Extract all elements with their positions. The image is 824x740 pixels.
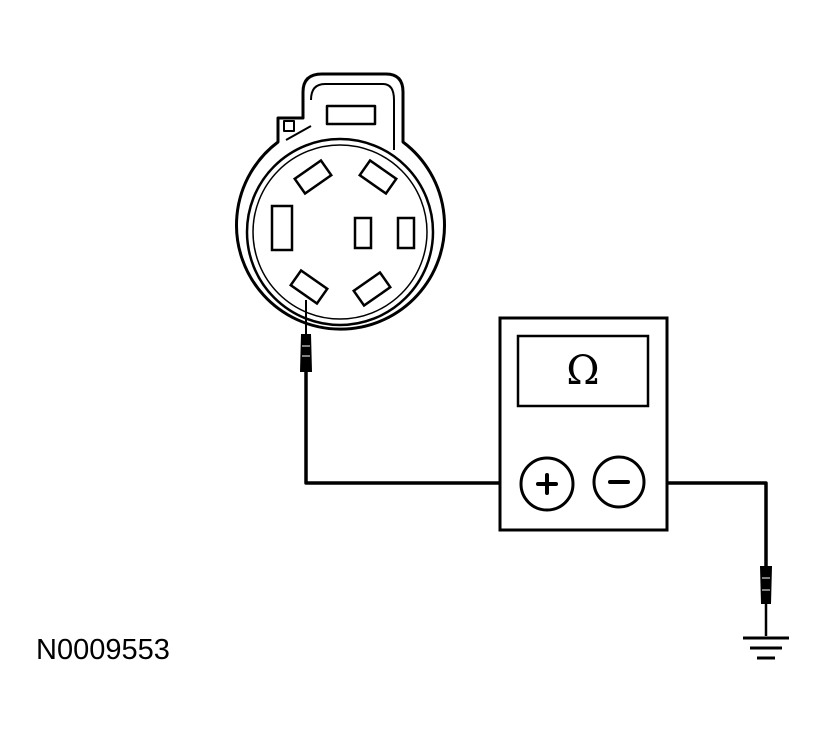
connector-pin (357, 158, 399, 196)
connector-body-outline (235, 72, 446, 331)
connector-latch-cavity (325, 104, 377, 126)
connector-latch-step (285, 125, 312, 141)
ohmmeter: Ω (498, 316, 669, 532)
connector-pin (396, 216, 416, 250)
connector-pin (270, 204, 294, 252)
connector-pin (288, 268, 330, 306)
negative-test-lead (644, 481, 768, 566)
connector-latch-inner (310, 83, 395, 150)
connector-face-ring (245, 137, 435, 327)
positive-probe (300, 300, 312, 372)
connector-pin (353, 216, 373, 250)
connector-pins (270, 158, 416, 308)
positive-test-lead (304, 372, 521, 485)
plus-icon (536, 473, 558, 495)
negative-probe (760, 566, 772, 636)
connector-pin (351, 270, 393, 308)
connector-face-ring-inner (252, 144, 428, 320)
ohmmeter-display (516, 334, 650, 408)
negative-probe-handle (760, 566, 772, 604)
figure-id: N0009553 (36, 634, 170, 666)
connector-pin (292, 158, 334, 196)
ohm-symbol: Ω (566, 348, 599, 394)
positive-probe-handle (300, 334, 312, 372)
connector-key-mark (283, 120, 295, 132)
connector-face (235, 72, 446, 331)
ground-symbol-icon (743, 636, 789, 660)
